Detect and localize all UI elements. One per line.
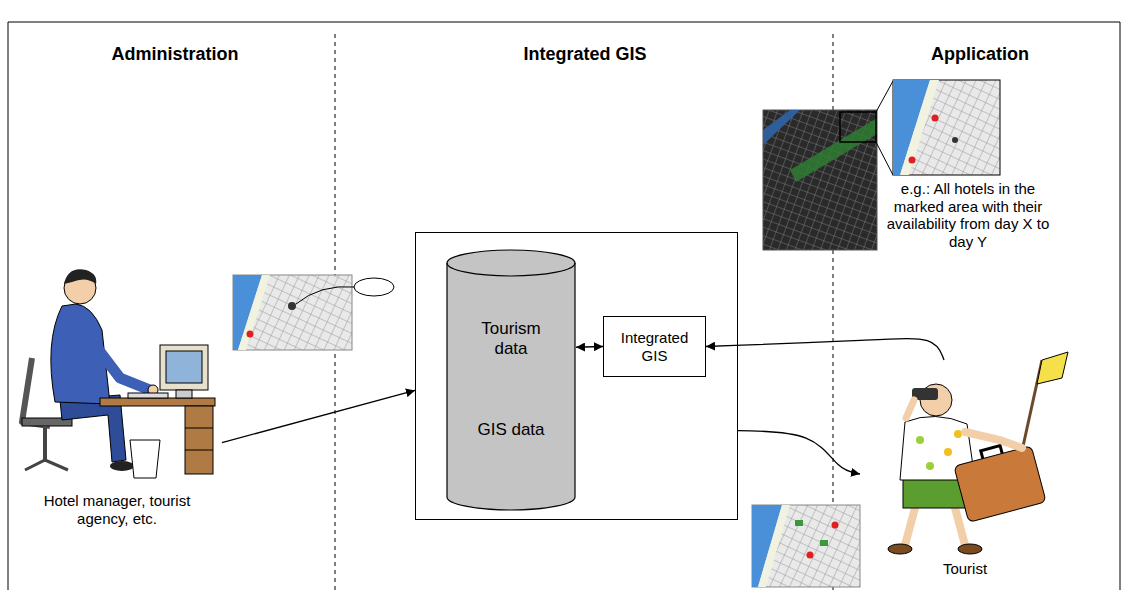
tourist-figure-part	[954, 430, 962, 438]
tourist-figure	[888, 352, 1068, 554]
map-thumbnail-part	[233, 275, 352, 350]
cylinder-shape	[446, 249, 576, 511]
system-box: Tourism dataGIS data Integrated GIS	[415, 232, 738, 520]
office-worker-part	[64, 269, 96, 284]
zoom-map-part	[893, 80, 1000, 175]
tourist-figure-part	[905, 508, 965, 545]
tourist-figure-part	[944, 448, 952, 456]
map-thumbnail-part	[296, 287, 355, 304]
dark-map-part	[840, 112, 876, 142]
tourist-figure-part	[926, 462, 934, 470]
database-cylinder: Tourism dataGIS data	[446, 249, 576, 511]
flow-arrow	[576, 346, 603, 348]
office-worker-part	[185, 428, 213, 450]
database-label: GIS data	[477, 420, 544, 440]
tourist-figure-part	[916, 436, 924, 444]
dark-map-part	[763, 110, 877, 250]
office-worker-part	[185, 406, 213, 474]
flow-arrow	[706, 339, 944, 360]
office-worker-part	[166, 351, 202, 383]
box-label: Integrated GIS	[615, 329, 695, 365]
figure-caption: Hotel manager, tourist agency, etc.	[30, 492, 205, 528]
flow-arrow	[738, 431, 860, 474]
zoom-map-part	[932, 115, 939, 122]
result-map-part	[795, 520, 803, 526]
dark-map-part	[763, 110, 800, 145]
result-map-part	[820, 540, 828, 546]
result-map	[752, 505, 860, 587]
office-worker-part	[22, 358, 50, 426]
zoom-map-part	[900, 80, 939, 175]
callout-note: e.g.: All hotels in the marked area with…	[884, 180, 1052, 251]
zoom-map	[893, 80, 1000, 175]
column-heading: Integrated GIS	[500, 44, 670, 65]
actor-figure: Hotel manager, tourist agency, etc.	[12, 240, 222, 538]
map-thumbnail-part	[238, 275, 270, 350]
office-worker	[22, 269, 215, 478]
frame-part	[8, 22, 1120, 590]
office-worker-part	[25, 460, 68, 470]
tourist-figure-part	[958, 544, 982, 554]
cylinder-body	[447, 250, 575, 510]
office-worker-part	[100, 398, 215, 406]
office-worker-part	[110, 461, 134, 471]
figure-caption: Tourist	[943, 560, 987, 578]
column-divider	[335, 34, 833, 590]
tourist-figure-part	[906, 400, 914, 418]
label-slot: Integrated GIS	[500, 44, 670, 65]
label-slot: e.g.: All hotels in the marked area with…	[884, 180, 1052, 251]
zoom-map-part	[952, 137, 958, 143]
tourist-figure-part	[1037, 352, 1068, 384]
office-worker-part	[43, 426, 47, 462]
label-slot: Application	[900, 44, 1060, 65]
office-worker-part	[176, 390, 192, 398]
cylinder-rim	[447, 263, 575, 276]
office-worker-part	[82, 328, 150, 390]
frame	[8, 22, 1120, 590]
map-thumbnail-part	[247, 331, 254, 338]
result-map-part	[807, 552, 814, 559]
tourist-figure-part	[954, 446, 1046, 523]
tourist-figure-part	[888, 544, 912, 554]
tourist-figure-part	[965, 432, 1022, 448]
actor-figure: Tourist	[860, 360, 1070, 588]
dark-map	[763, 81, 893, 250]
dark-map-part	[876, 142, 893, 175]
dark-map-part	[876, 81, 893, 112]
result-map-part	[832, 522, 839, 529]
tourist-figure-part	[952, 438, 1046, 522]
map-thumbnail-part	[354, 278, 394, 296]
label-slot: Administration	[95, 44, 255, 65]
column-heading: Administration	[95, 44, 255, 65]
process-box: Integrated GIS	[603, 316, 706, 377]
office-worker-part	[128, 393, 168, 398]
flow-arrow	[222, 390, 415, 442]
column-heading: Application	[900, 44, 1060, 65]
result-map-part	[752, 505, 860, 587]
map-thumbnail-part	[288, 302, 296, 310]
dark-map-part	[790, 118, 877, 182]
office-worker-part	[130, 440, 160, 478]
zoom-map-part	[893, 80, 930, 175]
zoom-map-part	[909, 157, 916, 164]
result-map-part	[758, 505, 790, 587]
office-worker-part	[160, 345, 208, 390]
map-thumbnail	[233, 275, 394, 350]
database-label: Tourism data	[471, 319, 551, 360]
tourist-figure-part	[981, 446, 1002, 459]
